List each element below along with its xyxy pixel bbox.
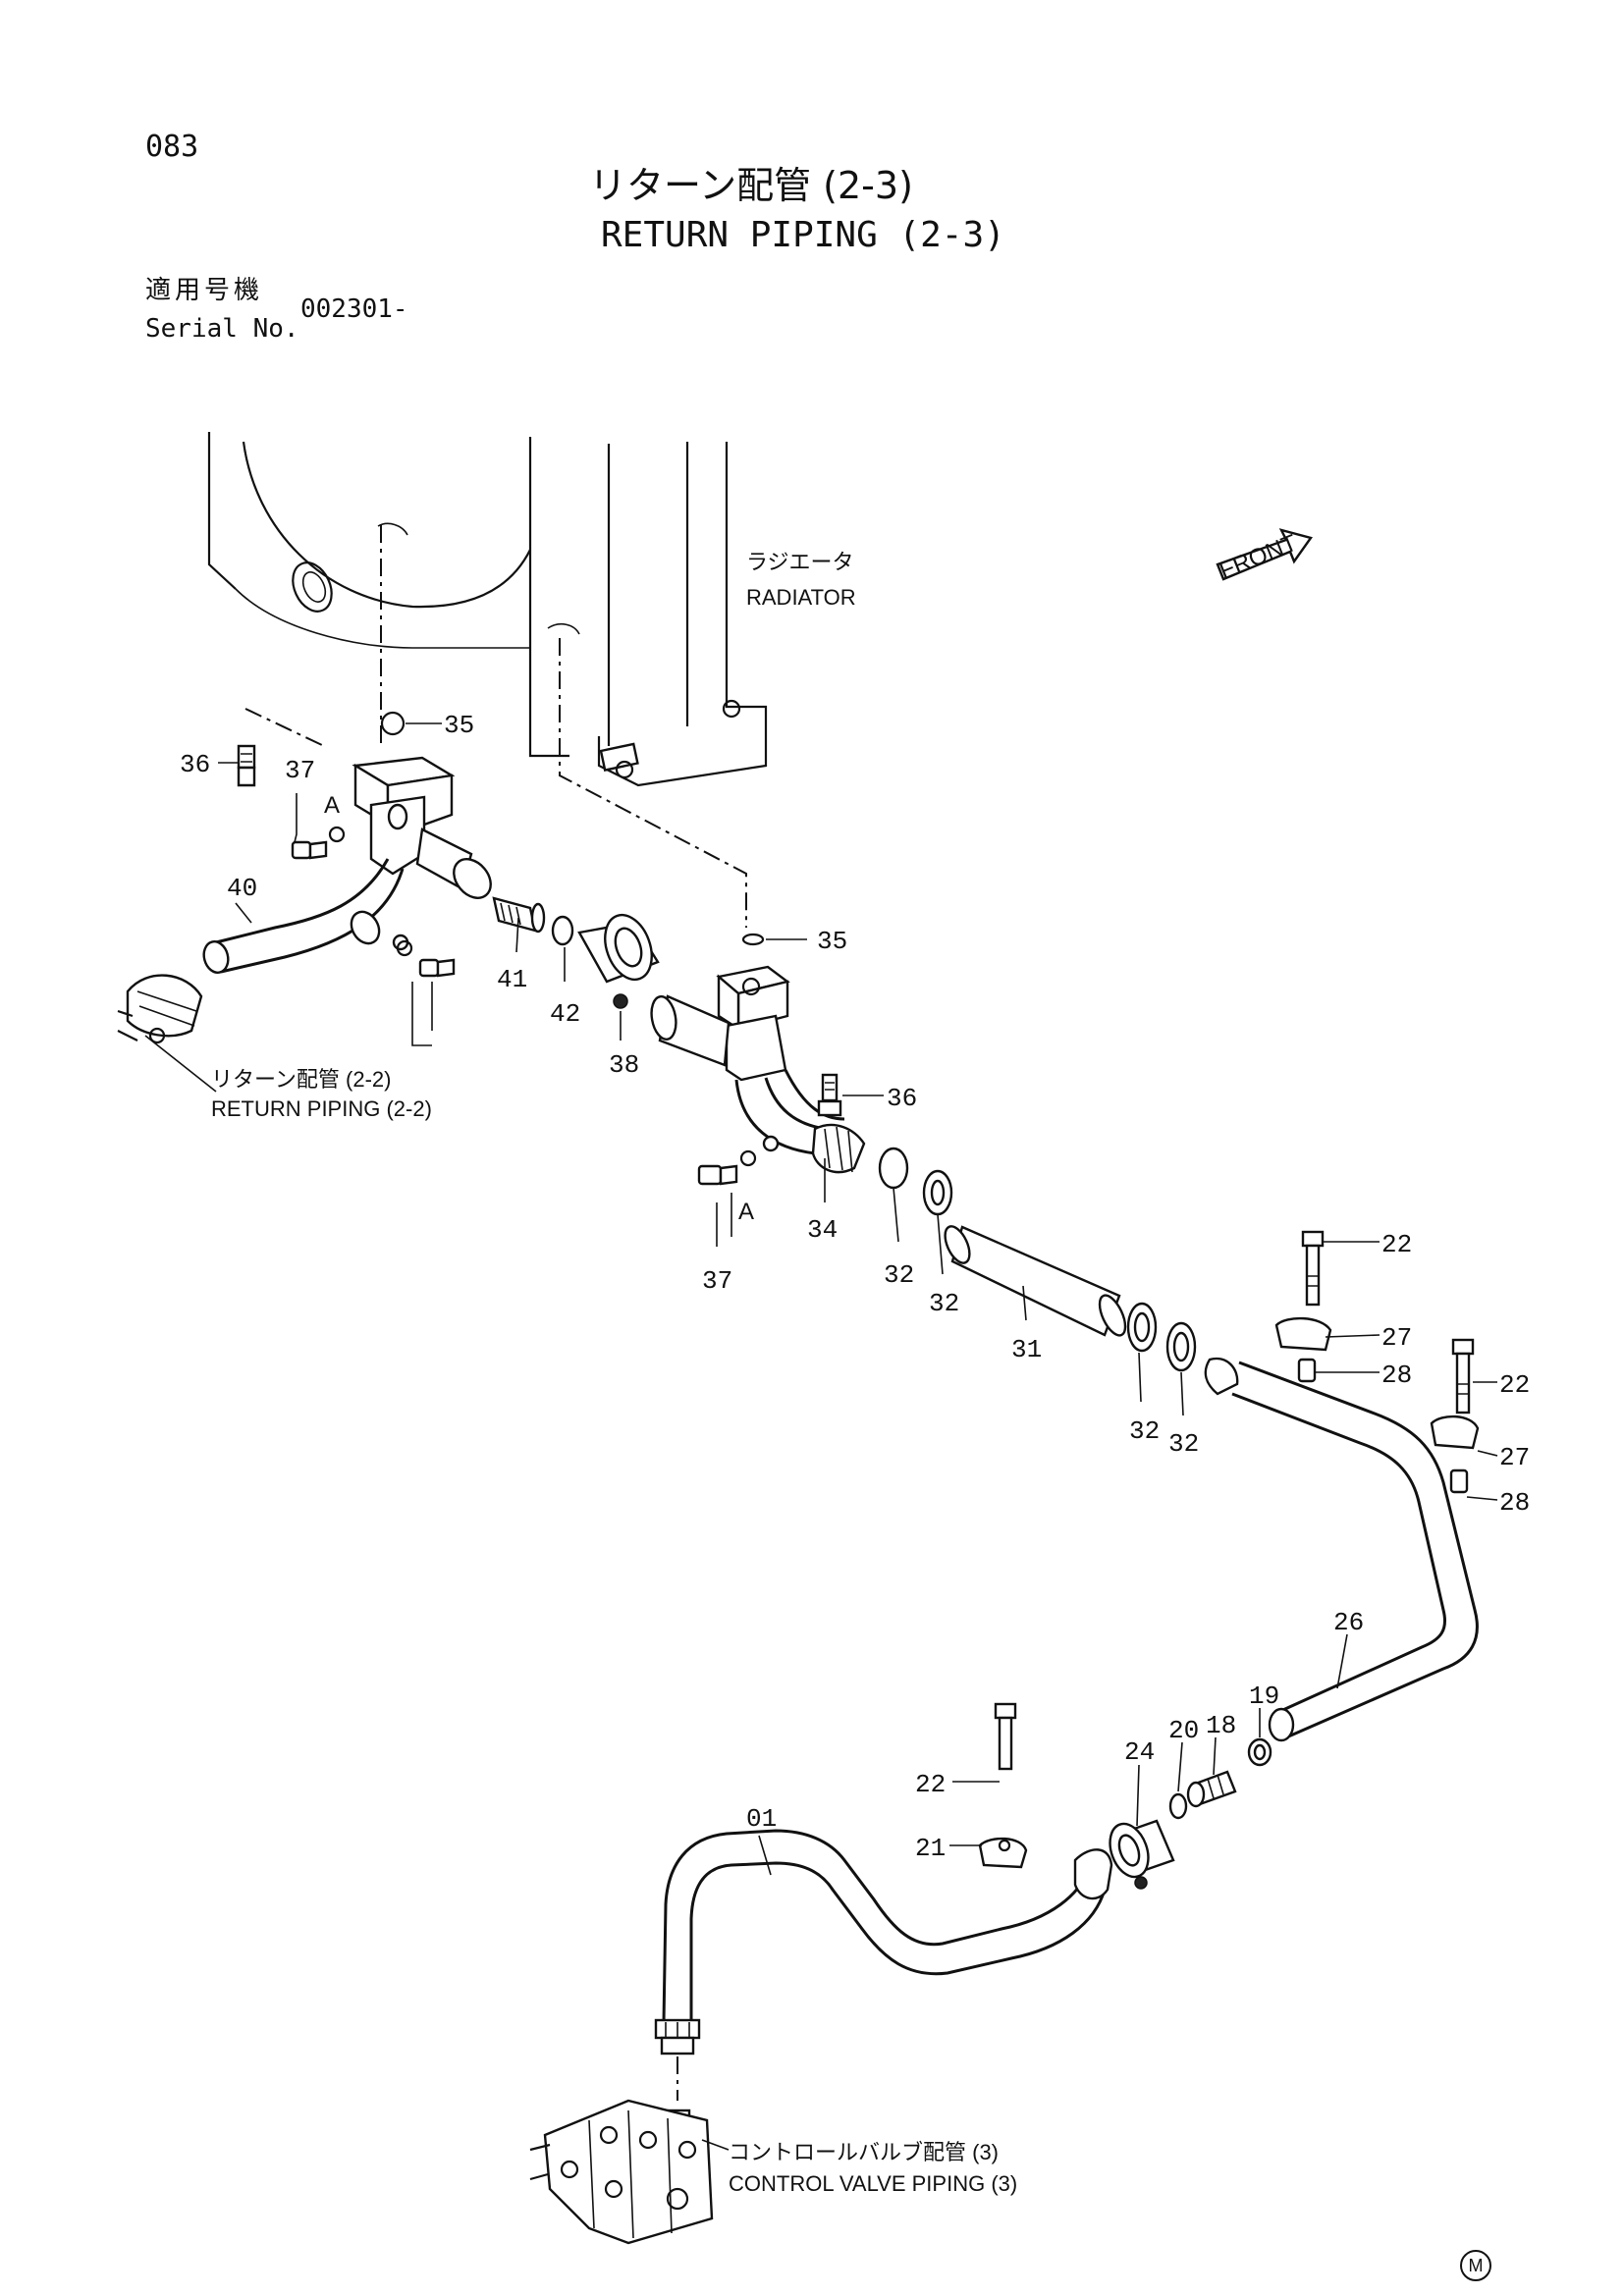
callout-27-a: 27 [1381, 1323, 1412, 1353]
callout-27-b: 27 [1499, 1443, 1530, 1472]
callout-19: 19 [1249, 1682, 1279, 1711]
callout-28-b: 28 [1499, 1488, 1530, 1518]
callout-32-a: 32 [884, 1260, 914, 1290]
control-valve-piping-label-jp: コントロールバルブ配管 (3) [729, 2140, 1000, 2164]
callout-22-c: 22 [915, 1770, 946, 1799]
front-label: FRONT [1216, 529, 1301, 584]
callout-35-mid: 35 [817, 927, 847, 956]
callout-01: 01 [746, 1804, 777, 1834]
callout-36-upper: 36 [180, 750, 210, 779]
callout-35-upper: 35 [444, 711, 474, 740]
title-japanese: リターン配管 (2-3) [589, 164, 913, 207]
callout-21: 21 [915, 1834, 946, 1863]
callout-32-d: 32 [1168, 1429, 1199, 1459]
middle-connector-assembly [650, 933, 953, 1216]
radiator-label-jp: ラジエータ [746, 550, 854, 574]
callout-42: 42 [550, 999, 580, 1029]
front-arrow-icon: FRONT [1216, 528, 1313, 585]
callout-28-a: 28 [1381, 1361, 1412, 1390]
callout-32-b: 32 [929, 1289, 959, 1318]
pipe-26-assembly [1204, 1230, 1480, 1742]
callout-41: 41 [497, 965, 527, 994]
radiator-label-en: RADIATOR [746, 585, 856, 610]
lower-fittings [978, 1702, 1272, 1890]
upper-connector-assembly [117, 708, 660, 1044]
pipe-01-assembly [654, 1829, 1113, 2101]
callout-32-c: 32 [1129, 1416, 1160, 1446]
control-valve-drawing [529, 2099, 714, 2245]
return-piping-2-2-label-jp: リターン配管 (2-2) [211, 1067, 392, 1092]
callout-40: 40 [227, 874, 257, 903]
callout-22-b: 22 [1499, 1370, 1530, 1400]
callout-20: 20 [1168, 1716, 1199, 1745]
callout-34: 34 [807, 1215, 838, 1245]
callout-38: 38 [609, 1050, 639, 1080]
callout-18: 18 [1206, 1711, 1236, 1740]
callout-36-mid: 36 [887, 1084, 917, 1113]
callout-31: 31 [1011, 1335, 1042, 1364]
title-english: RETURN PIPING (2-3) [601, 215, 1005, 255]
callout-22-a: 22 [1381, 1230, 1412, 1259]
control-valve-piping-label-en: CONTROL VALVE PIPING (3) [729, 2171, 1018, 2196]
callout-leaders [144, 722, 1498, 2151]
callout-a-upper: A [324, 792, 340, 819]
callout-numbers: 35 36 37 A 40 41 42 38 35 36 37 A 34 32 … [180, 711, 1530, 1863]
callout-37-lower: 37 [702, 1266, 732, 1296]
page-number: 083 [145, 130, 199, 164]
return-piping-2-2-label-en: RETURN PIPING (2-2) [211, 1096, 432, 1121]
callout-24: 24 [1124, 1737, 1155, 1767]
m-mark-icon: M [1460, 2250, 1491, 2281]
callout-37-upper: 37 [285, 756, 315, 785]
callout-a-lower: A [738, 1199, 754, 1225]
serial-label-japanese: 適用号機 [145, 276, 264, 305]
serial-number-value: 002301- [300, 294, 408, 324]
callout-26: 26 [1333, 1608, 1364, 1637]
hose-31-assembly [944, 1225, 1197, 1372]
radiator-drawing [207, 432, 768, 928]
serial-label-english: Serial No. [145, 314, 299, 344]
